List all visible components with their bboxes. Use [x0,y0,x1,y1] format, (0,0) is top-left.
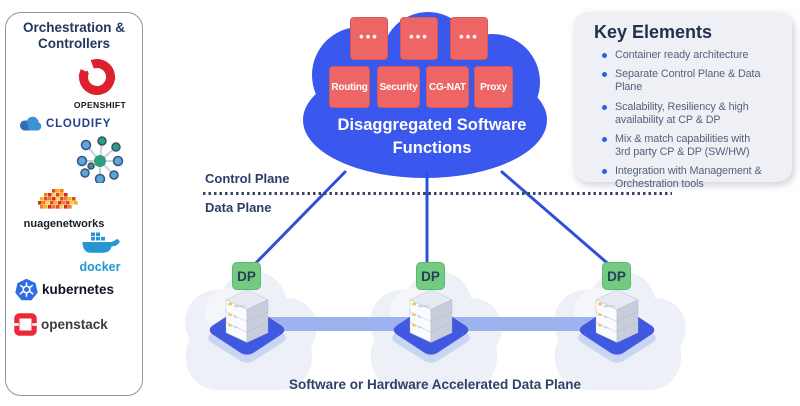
kubernetes-icon [15,278,38,301]
dp-node-label-1: DP [232,262,261,290]
openshift-icon [78,59,116,95]
cloudify-label: CLOUDIFY [46,118,112,130]
cloudify-icon [20,116,42,131]
function-box-cgnat: CG-NAT [426,66,469,108]
docker-icon [82,232,120,253]
function-box-routing: Routing [329,66,370,108]
key-element-item: Scalability, Resiliency & high availabil… [602,101,782,127]
key-elements-list: Container ready architecture Separate Co… [574,49,792,192]
function-box-ellipsis-2: ••• [400,17,438,60]
bullet-dot [602,53,607,58]
network-controller-icon [76,136,124,183]
key-element-text: Container ready architecture [615,49,749,61]
key-elements-title: Key Elements [594,22,713,42]
key-element-text: Mix & match capabilities with 3rd party … [615,132,751,159]
function-box-ellipsis-1: ••• [350,17,388,60]
bullet-dot [602,169,607,175]
key-element-item: Container ready architecture [602,49,782,62]
plane-divider [203,192,672,195]
key-element-item: Separate Control Plane & Data Plane [602,68,782,94]
orchestration-panel: Orchestration & Controllers OPENSHIFT CL… [5,12,143,396]
data-plane-caption: Software or Hardware Accelerated Data Pl… [288,377,582,392]
data-plane-label: Data Plane [205,200,272,215]
function-box-proxy: Proxy [474,66,513,108]
key-element-text: Scalability, Resiliency & high availabil… [615,100,749,126]
openshift-label: OPENSHIFT [73,100,127,110]
panel-title: Orchestration & Controllers [22,20,126,51]
dp-node-label-2: DP [416,262,445,290]
cp-dp-links [249,170,615,270]
key-element-item: Mix & match capabilities with 3rd party … [602,133,782,159]
nuagenetworks-label: nuagenetworks [23,218,105,230]
key-elements-card: Key Elements Container ready architectur… [574,12,792,190]
function-box-security: Security [377,66,420,108]
openstack-icon [14,313,37,336]
key-element-item: Integration with Management & Orchestrat… [602,165,782,191]
bullet-dot [602,104,607,110]
openstack-label: openstack [41,317,108,332]
kubernetes-label: kubernetes [42,282,115,297]
bullet-dot [602,136,607,142]
key-element-text: Integration with Management & Orchestrat… [615,165,762,191]
docker-label: docker [79,260,121,274]
dp-node-label-3: DP [602,262,631,290]
cloud-title: Disaggregated Software Functions [337,116,527,157]
nuagenetworks-icon [38,189,78,209]
bullet-dot [602,72,607,78]
control-plane-label: Control Plane [205,171,290,186]
function-box-ellipsis-3: ••• [450,17,488,60]
key-element-text: Separate Control Plane & Data Plane [615,68,761,94]
